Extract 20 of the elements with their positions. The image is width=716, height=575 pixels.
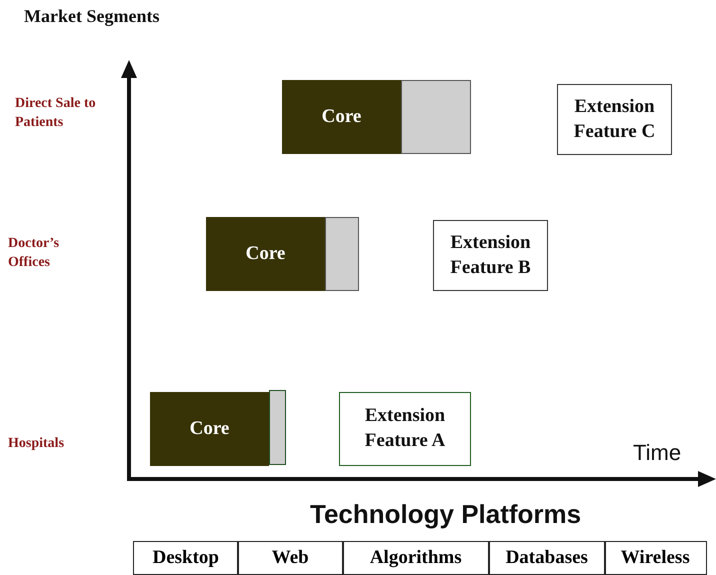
- axis-title: Market Segments: [24, 6, 160, 27]
- extension-bar: [325, 217, 359, 291]
- axis-title: Technology Platforms: [310, 499, 582, 530]
- feature-box: Extension Feature B: [433, 220, 548, 291]
- feature-box: Extension Feature A: [339, 392, 471, 466]
- table-cell: Desktop: [133, 541, 238, 575]
- core-box: Core: [282, 80, 401, 154]
- extension-bar: [401, 80, 471, 154]
- axis-title: Time: [633, 440, 682, 466]
- extension-bar: [269, 390, 286, 465]
- segment-label: Doctor’s Offices: [8, 235, 60, 272]
- core-box: Core: [206, 217, 325, 291]
- feature-box: Extension Feature C: [557, 84, 672, 155]
- table-cell: Wireless: [604, 541, 706, 575]
- segment-label: Direct Sale to Patients: [15, 95, 97, 132]
- table-cell: Databases: [488, 541, 606, 575]
- segment-label: Hospitals: [8, 435, 64, 453]
- table-cell: Web: [237, 541, 344, 575]
- table-cell: Algorithms: [342, 541, 490, 575]
- core-box: Core: [150, 392, 269, 466]
